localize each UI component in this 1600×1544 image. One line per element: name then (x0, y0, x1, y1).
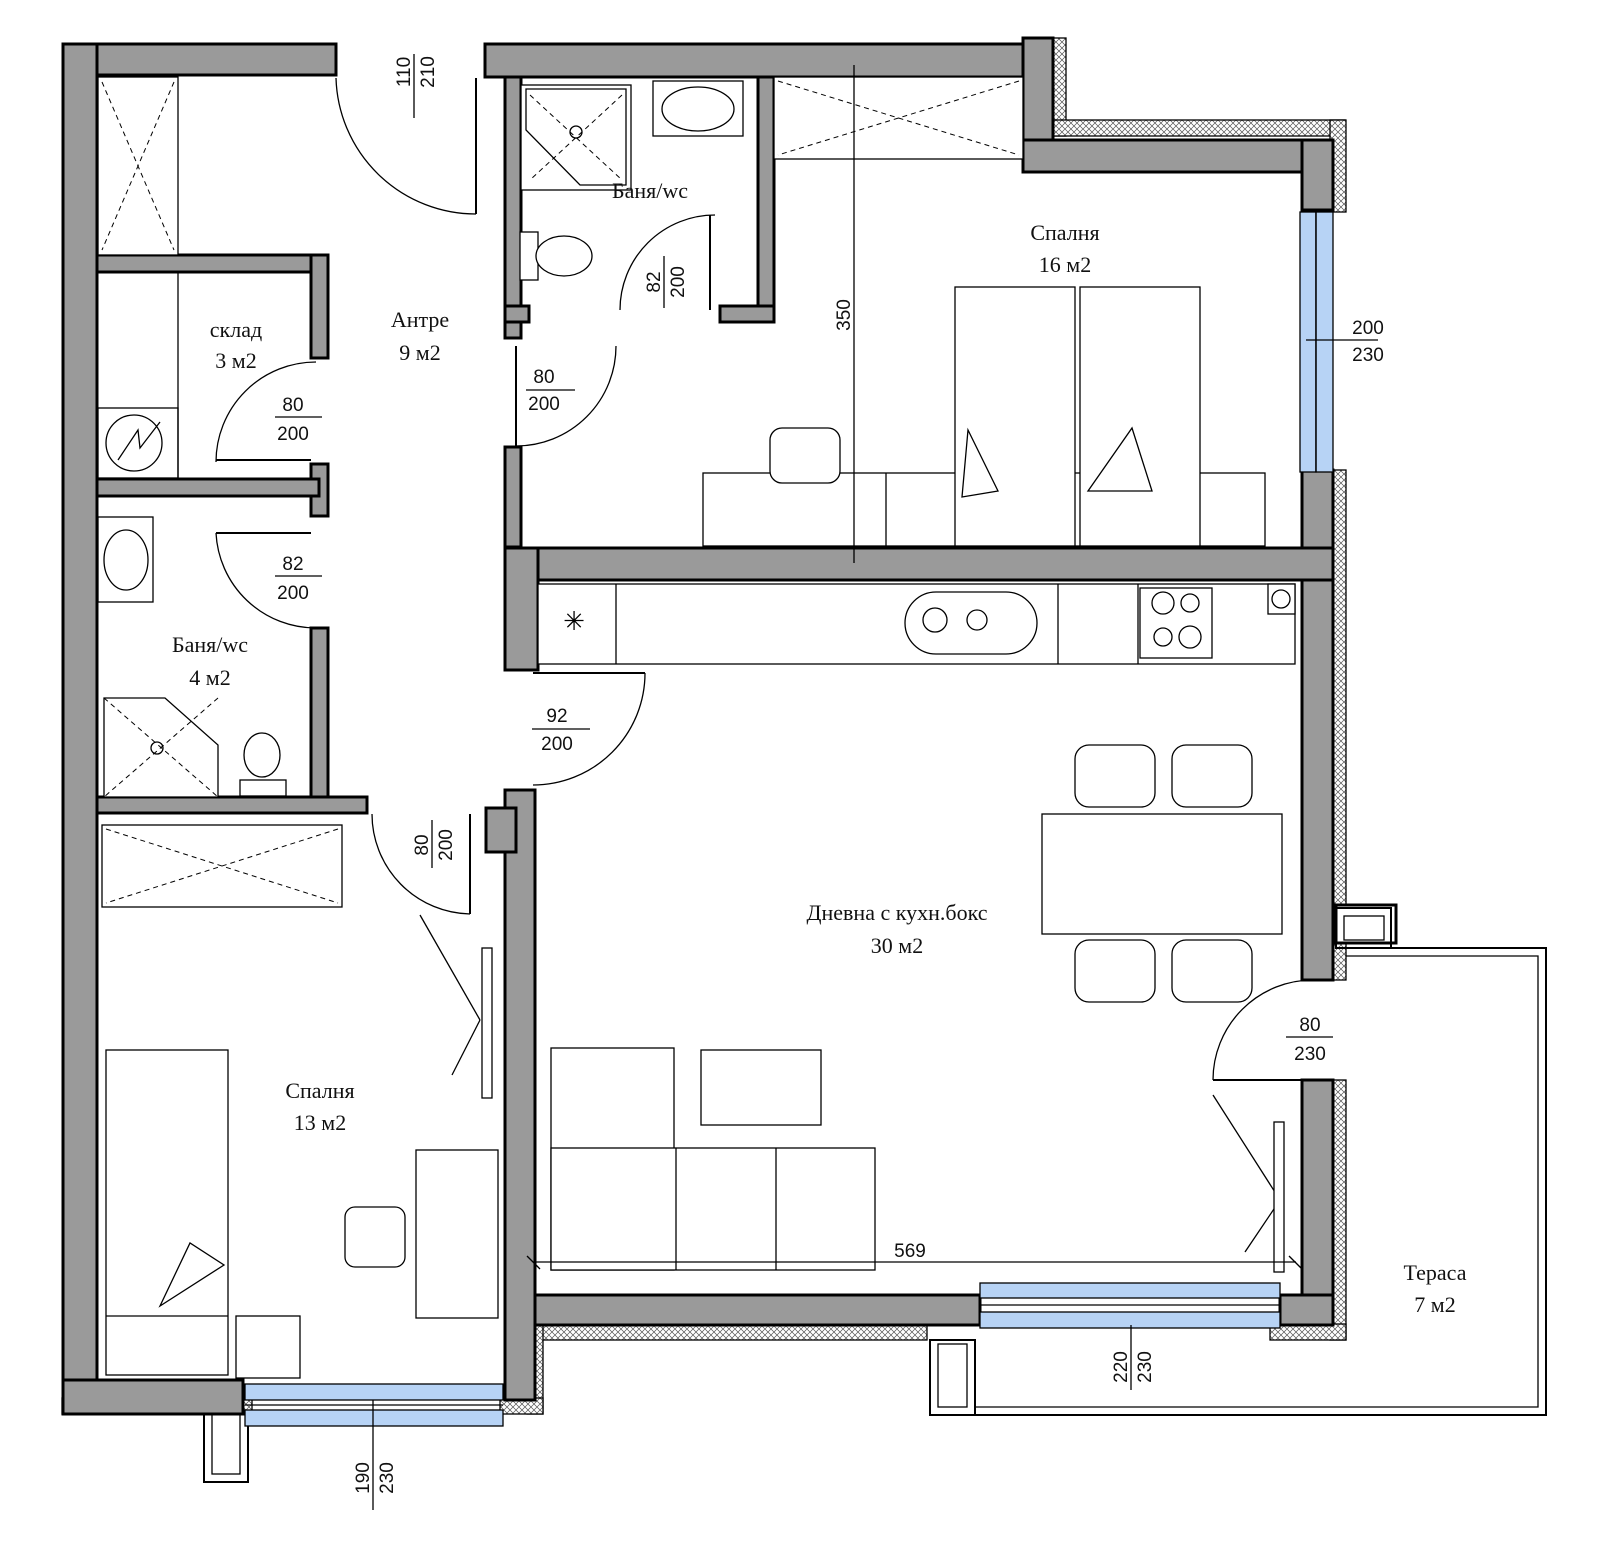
terrace-door-height: 230 (1294, 1044, 1326, 1065)
terrace-name: Тераса (1404, 1260, 1467, 1285)
living-door-width: 92 (546, 706, 567, 727)
living-area: 30 м2 (871, 933, 923, 958)
bath-small-door-width: 82 (282, 554, 303, 575)
dimension-lines (275, 54, 1378, 1510)
bath-small-name: Баня/wc (172, 632, 248, 657)
antre-area: 9 м2 (399, 340, 440, 365)
window-bedroom-big-height: 230 (1352, 345, 1384, 366)
bath-top-door-height: 200 (668, 266, 689, 298)
storage-name: склад (210, 317, 262, 342)
bedroom-big-door-width: 80 (533, 367, 554, 388)
entrance-height: 210 (418, 56, 439, 88)
room-labels: Антре 9 м2 склад 3 м2 Баня/wc 4 м2 Баня/… (172, 178, 1467, 1317)
storage-door-height: 200 (277, 424, 309, 445)
window-bedroom-small-height: 230 (377, 1462, 398, 1494)
bath-small-area: 4 м2 (189, 665, 230, 690)
windows (244, 211, 1334, 1427)
bath-small-door-height: 200 (277, 583, 309, 604)
living-door-height: 200 (541, 734, 573, 755)
bedroom-big-area: 16 м2 (1039, 252, 1091, 277)
entrance-width: 110 (394, 57, 415, 87)
svg-text:✳: ✳ (563, 607, 585, 637)
bath-top-door-width: 82 (644, 271, 665, 292)
living-name: Дневна с кухн.бокс (807, 900, 988, 925)
bedroom-small-name: Спалня (285, 1078, 354, 1103)
bedroom-depth-dimension: 350 (834, 299, 855, 331)
doors (215, 77, 1314, 1273)
terrace-area: 7 м2 (1414, 1292, 1455, 1317)
bedroom-small-door-width: 80 (412, 834, 433, 855)
bedroom-big-name: Спалня (1030, 220, 1099, 245)
walls (61, 36, 1398, 1416)
bedroom-big-door-height: 200 (528, 394, 560, 415)
antre-name: Антре (391, 307, 449, 332)
window-living-width: 220 (1111, 1351, 1132, 1383)
window-bedroom-small-width: 190 (353, 1462, 374, 1494)
furniture: ✳ (97, 76, 1296, 1379)
storage-door-width: 80 (282, 395, 303, 416)
living-width-dimension: 569 (894, 1241, 926, 1262)
window-bedroom-big-width: 200 (1352, 318, 1384, 339)
bath-top-name: Баня/wc (612, 178, 688, 203)
storage-area: 3 м2 (215, 348, 256, 373)
bedroom-small-area: 13 м2 (294, 1110, 346, 1135)
window-living-height: 230 (1135, 1351, 1156, 1383)
terrace-door-width: 80 (1299, 1015, 1320, 1036)
dimension-labels: 110 210 82 200 80 200 80 200 82 200 92 2… (277, 56, 1384, 1494)
bedroom-small-door-height: 200 (436, 829, 457, 861)
terrace-outline (203, 907, 1547, 1483)
